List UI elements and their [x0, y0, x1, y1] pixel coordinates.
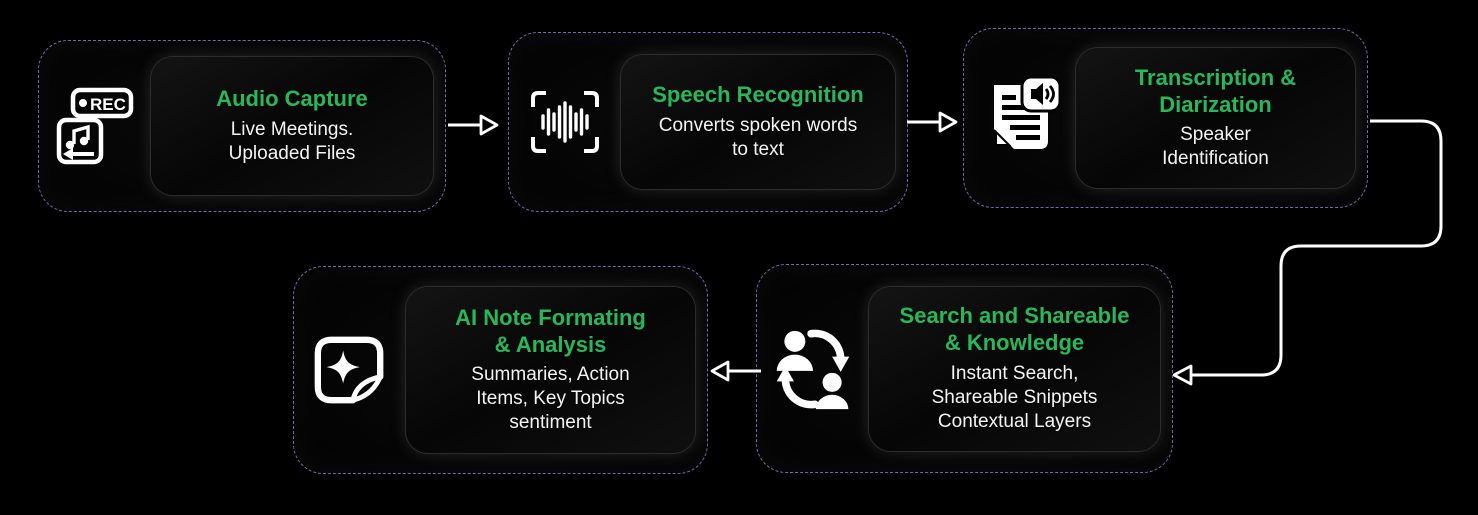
- node-body: Speaker Identification: [1162, 124, 1269, 170]
- node-title: Speech Recognition: [652, 82, 864, 108]
- node-audio-capture: REC Audio Capture Live Meetings. Uploade…: [38, 40, 446, 212]
- people-sync-icon: [757, 321, 869, 417]
- node-search-shareable-knowledge: Search and Shareable & Knowledge Instant…: [756, 264, 1173, 473]
- node-card: Search and Shareable & Knowledge Instant…: [869, 286, 1160, 451]
- node-ai-note-formating-analysis: AI Note Formating & Analysis Summaries, …: [293, 266, 708, 474]
- node-body: Converts spoken words to text: [658, 114, 858, 160]
- arrow-speech-to-transcription: [907, 111, 958, 133]
- node-body: Instant Search, Shareable Snippets Conte…: [931, 362, 1098, 432]
- node-speech-recognition: Speech Recognition Converts spoken words…: [508, 32, 908, 212]
- node-body: Summaries, Action Items, Key Topics sent…: [471, 364, 630, 434]
- node-title: Audio Capture: [216, 86, 368, 112]
- document-audio-icon: [964, 77, 1076, 159]
- node-title: Transcription & Diarization: [1134, 64, 1297, 117]
- node-card: Transcription & Diarization Speaker Iden…: [1076, 48, 1355, 188]
- node-title: AI Note Formating & Analysis: [455, 304, 646, 357]
- sparkle-note-icon: [294, 333, 406, 407]
- recorder-icon: REC: [39, 87, 151, 165]
- node-title: Search and Shareable & Knowledge: [899, 303, 1130, 356]
- connector-transcription-to-search: [1172, 119, 1443, 386]
- arrow-search-to-ainote: [710, 360, 761, 382]
- node-body: Live Meetings. Uploaded Files: [228, 118, 356, 164]
- node-card: Speech Recognition Converts spoken words…: [621, 55, 895, 189]
- node-transcription-diarization: Transcription & Diarization Speaker Iden…: [963, 28, 1368, 208]
- node-card: AI Note Formating & Analysis Summaries, …: [406, 287, 695, 453]
- voice-scan-icon: [509, 90, 621, 154]
- arrow-audio-to-speech: [448, 114, 499, 136]
- node-card: Audio Capture Live Meetings. Uploaded Fi…: [151, 57, 433, 195]
- rec-label: REC: [90, 95, 126, 114]
